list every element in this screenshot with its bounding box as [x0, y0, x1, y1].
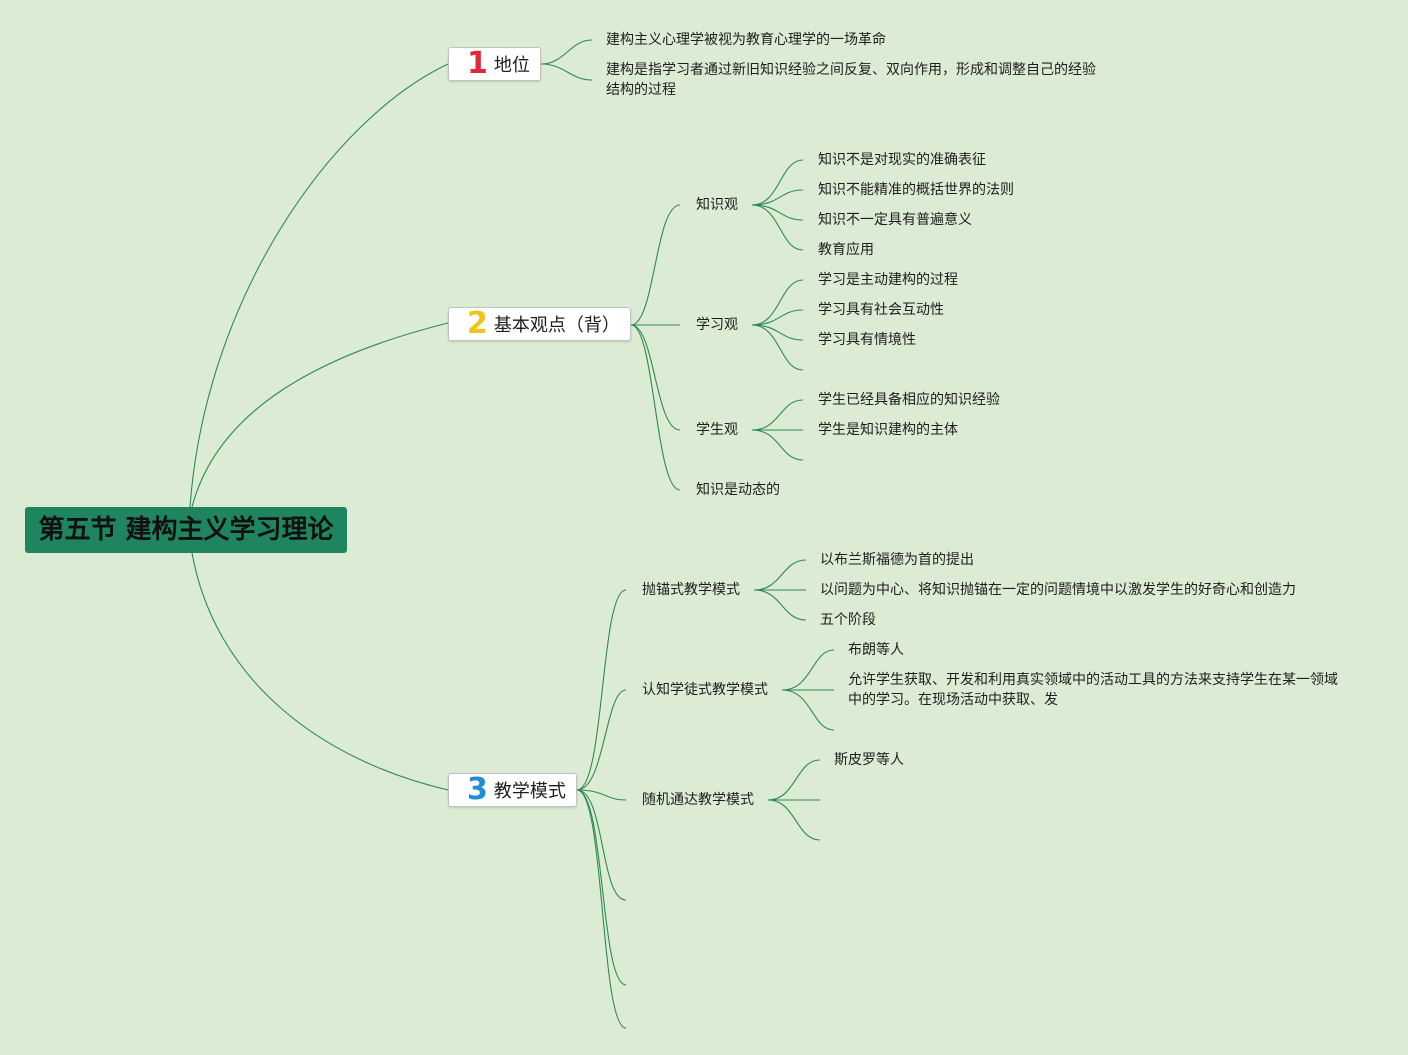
student-view-item-1[interactable]: 学生已经具备相应的知识经验 — [818, 392, 1000, 408]
connector-2-d — [630, 324, 681, 491]
branch-label-1: 地位 — [493, 55, 530, 76]
branch-box-2[interactable]: 2 基本观点（背） — [448, 307, 631, 341]
topic-knowledge-dynamic[interactable]: 知识是动态的 — [696, 482, 780, 498]
connector-2-c — [630, 324, 681, 431]
connector-1-a — [540, 39, 593, 65]
random-access-item-1[interactable]: 斯皮罗等人 — [834, 752, 904, 768]
knowledge-view-item-3[interactable]: 知识不一定具有普遍意义 — [818, 212, 972, 228]
connector-3-e — [576, 789, 627, 986]
root-topic[interactable]: 第五节 建构主义学习理论 — [25, 507, 347, 553]
anchored-item-3[interactable]: 五个阶段 — [820, 612, 876, 628]
branch-box-1[interactable]: 1 地位 — [448, 47, 541, 81]
connector-root-3 — [191, 552, 449, 791]
branch-box-3[interactable]: 3 教学模式 — [448, 773, 577, 807]
connector-3-c — [576, 789, 627, 801]
connector-root-2 — [191, 322, 449, 508]
branch-label-2: 基本观点（背） — [493, 315, 620, 336]
knowledge-view-item-1[interactable]: 知识不是对现实的准确表征 — [818, 152, 986, 168]
student-view-item-2[interactable]: 学生是知识建构的主体 — [818, 422, 958, 438]
topic-student-view[interactable]: 学生观 — [696, 422, 738, 438]
learning-view-item-3[interactable]: 学习具有情境性 — [818, 332, 916, 348]
topic-learning-view[interactable]: 学习观 — [696, 317, 738, 333]
learning-view-item-2[interactable]: 学习具有社会互动性 — [818, 302, 944, 318]
connector-root-1 — [189, 63, 449, 508]
branch-label-3: 教学模式 — [493, 781, 566, 802]
connector-3-b — [576, 689, 627, 791]
number-badge-3: 3 — [467, 772, 488, 807]
topic-random-access[interactable]: 随机通达教学模式 — [642, 792, 754, 808]
topic-anchored-instruction[interactable]: 抛锚式教学模式 — [642, 582, 740, 598]
anchored-item-1[interactable]: 以布兰斯福德为首的提出 — [820, 552, 974, 568]
apprenticeship-item-2[interactable]: 允许学生获取、开发和利用真实领域中的活动工具的方法来支持学生在某一领域中的学习。… — [848, 672, 1338, 708]
connector-3-a — [576, 589, 627, 791]
branch-1-item-1[interactable]: 建构主义心理学被视为教育心理学的一场革命 — [606, 32, 886, 48]
connector-3-f — [576, 789, 627, 1029]
connector-3-d — [576, 789, 627, 901]
connector-1-b — [540, 63, 593, 81]
connector-2-a — [630, 204, 681, 326]
topic-knowledge-view[interactable]: 知识观 — [696, 197, 738, 213]
topic-cognitive-apprenticeship[interactable]: 认知学徒式教学模式 — [642, 682, 768, 698]
number-badge-2: 2 — [467, 306, 488, 341]
apprenticeship-item-1[interactable]: 布朗等人 — [848, 642, 904, 658]
number-badge-1: 1 — [467, 46, 488, 81]
knowledge-view-item-4[interactable]: 教育应用 — [818, 242, 874, 258]
branch-1-item-2[interactable]: 建构是指学习者通过新旧知识经验之间反复、双向作用，形成和调整自己的经验结构的过程 — [606, 62, 1096, 98]
knowledge-view-item-2[interactable]: 知识不能精准的概括世界的法则 — [818, 182, 1014, 198]
anchored-item-2[interactable]: 以问题为中心、将知识抛锚在一定的问题情境中以激发学生的好奇心和创造力 — [820, 582, 1296, 598]
learning-view-item-1[interactable]: 学习是主动建构的过程 — [818, 272, 958, 288]
